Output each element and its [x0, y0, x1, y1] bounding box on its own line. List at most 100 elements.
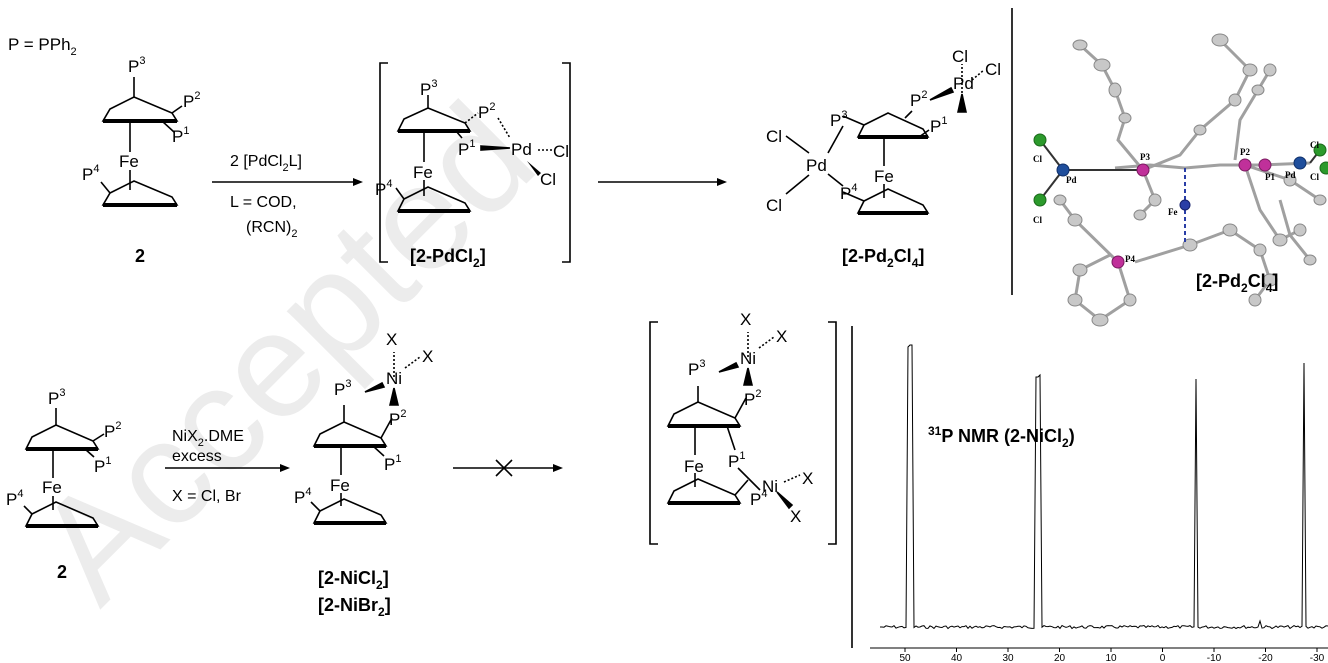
label-P3-pd2: P3 [830, 109, 847, 130]
nmr-tick-label: 10 [1105, 653, 1117, 663]
reagent-ni: NiX2.DME [172, 428, 244, 449]
nmr-axis-ticks: 50 40 30 20 10 0 -10 -20 -30 [899, 648, 1325, 663]
label-P2: P2 [183, 90, 200, 111]
label-P1-ni: P1 [384, 453, 401, 474]
label-Cl-left1: Cl [766, 127, 782, 146]
label-compound-pd2cl4: [2-Pd2Cl4] [842, 246, 924, 270]
label-P1-pd2: P1 [930, 115, 947, 136]
label-P2-b: P2 [104, 420, 121, 441]
label-compound-nicl2: [2-NiCl2] [318, 568, 389, 592]
reagent-x: X = Cl, Br [172, 488, 242, 505]
label-Pd-left: Pd [806, 156, 827, 175]
arrow-to-pd2cl4 [598, 178, 727, 186]
compound-2-top [100, 77, 183, 207]
label-P4-pd: P4 [375, 178, 392, 199]
nmr-tick-label: 30 [1002, 653, 1014, 663]
xray-label-P1: P1 [1265, 172, 1275, 182]
reagent-pd: 2 [PdCl2L] [230, 153, 302, 174]
xray-label-P3: P3 [1140, 152, 1150, 162]
arrow-crossed [453, 459, 563, 477]
label-P4-bis: P4 [750, 488, 767, 509]
arrow-ni-reaction [165, 464, 290, 472]
watermark: Accepted [4, 72, 565, 633]
label-X-5: X [802, 469, 813, 488]
label-Pd-top: Pd [953, 74, 974, 93]
nmr-tick-label: -30 [1310, 653, 1325, 663]
compound-2-pdcl2 [395, 95, 511, 213]
label-X-6: X [790, 507, 801, 526]
label-Cl-top1: Cl [952, 47, 968, 66]
nmr-title: 31P NMR (2-NiCl2) [928, 424, 1075, 450]
compound-bis-ni [666, 332, 801, 510]
label-P2-ni: P2 [389, 408, 406, 429]
xray-label-P2: P2 [1240, 147, 1250, 157]
label-P3-ni: P3 [334, 378, 351, 399]
label-compound-2-b: 2 [57, 562, 67, 582]
label-P4-pd2: P4 [840, 182, 857, 203]
label-compound-2: 2 [135, 246, 145, 266]
label-P2-bis: P2 [744, 388, 761, 409]
label-X-2: X [422, 347, 433, 366]
nmr-tick-label: 40 [951, 653, 963, 663]
bracket-bis-ni [649, 321, 837, 545]
label-P1-pd: P1 [458, 138, 475, 159]
label-Fe-ni: Fe [330, 476, 350, 495]
label-Fe-bis: Fe [684, 457, 704, 476]
label-Fe-b: Fe [42, 478, 62, 497]
label-Cl-b: Cl [540, 170, 556, 189]
label-X-4: X [776, 327, 787, 346]
xray-label-Cl-3: Cl [1310, 140, 1319, 150]
label-P1-b: P1 [94, 455, 111, 476]
reagent-excess: excess [172, 448, 222, 465]
xray-label-Cl-2: Cl [1033, 215, 1042, 225]
label-P3-bis: P3 [688, 358, 705, 379]
label-P2-pd: P2 [478, 101, 495, 122]
bracket-pdcl2 [379, 62, 571, 263]
label-P3-pd: P3 [420, 78, 437, 99]
svg-text:P = PPh2: P = PPh2 [8, 35, 77, 58]
xray-label-P4: P4 [1125, 254, 1135, 264]
xray-label-Fe: Fe [1168, 207, 1178, 217]
compound-2-pd2cl4 [785, 64, 985, 215]
label-P4-b: P4 [6, 488, 23, 509]
nmr-tick-label: -10 [1207, 653, 1222, 663]
label-Cl-a: Cl [553, 142, 569, 161]
compound-2-bottom [23, 408, 105, 528]
xray-label-Pd-left: Pd [1066, 175, 1077, 185]
label-Fe-pd2: Fe [874, 167, 894, 186]
label-P3: P3 [128, 55, 145, 76]
label-P1: P1 [172, 125, 189, 146]
xray-label-Cl-4: Cl [1310, 172, 1319, 182]
label-X-3: X [740, 310, 751, 329]
label-X-1: X [386, 330, 397, 349]
p-definition: P = PPh2 [8, 35, 77, 58]
nmr-tick-label: 20 [1054, 653, 1066, 663]
reagent-l: L = COD, [230, 194, 297, 211]
label-Cl-left2: Cl [766, 196, 782, 215]
nmr-trace [880, 344, 1328, 630]
nmr-tick-label: -20 [1258, 653, 1273, 663]
nmr-spectrum [870, 344, 1328, 649]
label-P4: P4 [82, 163, 99, 184]
label-compound-pdcl2: [2-PdCl2] [410, 246, 486, 270]
arrow-pd-reaction [212, 178, 363, 186]
label-P3-b: P3 [48, 387, 65, 408]
label-Ni-1: Ni [386, 369, 402, 388]
label-P4-ni: P4 [294, 486, 311, 507]
label-compound-nibr2: [2-NiBr2] [318, 595, 391, 619]
compound-2-nicl2 [310, 352, 421, 525]
label-Fe: Fe [119, 152, 139, 171]
nmr-tick-label: 0 [1160, 653, 1166, 663]
xray-label-Cl-1: Cl [1033, 154, 1042, 164]
label-P1-bis: P1 [728, 450, 745, 471]
nmr-tick-label: 50 [899, 653, 911, 663]
label-xray-compound: [2-Pd2Cl4] [1196, 271, 1278, 295]
label-Fe-pd: Fe [413, 163, 433, 182]
xray-label-Pd-right: Pd [1285, 170, 1296, 180]
label-Ni-3: Ni [762, 477, 778, 496]
reagent-rcn: (RCN)2 [246, 219, 297, 240]
label-Ni-2: Ni [740, 349, 756, 368]
label-Cl-top2: Cl [985, 60, 1001, 79]
xray-structure: P3 P2 P1 P4 Pd Pd Cl Cl Cl Cl Fe [1033, 33, 1328, 327]
